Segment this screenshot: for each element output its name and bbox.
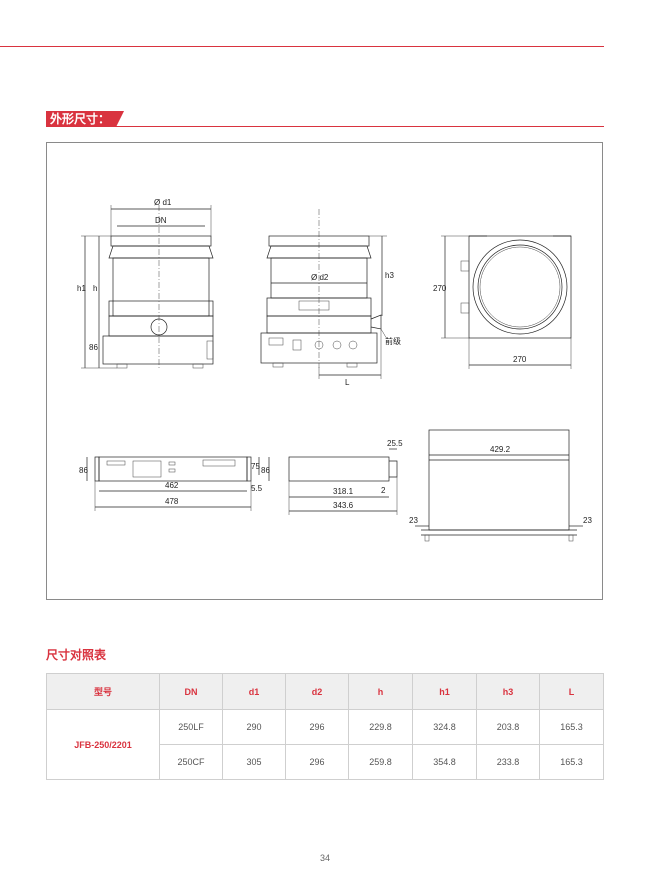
cell-h1: 324.8 <box>412 709 477 745</box>
dim-23-right: 23 <box>583 516 592 525</box>
controller-front-view: 86 462 478 <box>79 456 252 511</box>
header-d1: d1 <box>222 673 286 710</box>
cell-dn: 250CF <box>159 744 223 780</box>
front-view: Ø d1 DN h1 h 86 <box>77 198 214 369</box>
header-d2: d2 <box>285 673 349 710</box>
section-rule <box>112 126 604 127</box>
dim-429-2: 429.2 <box>490 445 511 454</box>
header-l: L <box>539 673 604 710</box>
header-h1: h1 <box>412 673 477 710</box>
controller-top-view: 429.2 23 23 <box>409 429 592 542</box>
table-row: JFB-250/2201 250LF 290 296 229.8 324.8 2… <box>46 709 604 780</box>
cell-h1: 354.8 <box>412 744 477 780</box>
controller-side-view: 86 75 5.5 25.5 2 318.1 343.6 <box>251 439 403 515</box>
model-cell: JFB-250/2201 <box>46 709 160 780</box>
cell-h3: 233.8 <box>476 744 540 780</box>
dimension-table: 型号 DN d1 d2 h h1 h3 L JFB-250/2201 250LF… <box>46 673 604 780</box>
dim-l: L <box>345 378 350 387</box>
dim-75: 75 <box>251 462 260 471</box>
header-rule <box>0 46 604 47</box>
dim-86-front: 86 <box>89 343 98 352</box>
header-model: 型号 <box>46 673 160 710</box>
header-dn: DN <box>159 673 223 710</box>
top-view: 270 270 <box>433 235 572 369</box>
dim-d1: Ø d1 <box>154 198 172 207</box>
dimension-drawing: Ø d1 DN h1 h 86 <box>46 142 603 600</box>
dim-dn: DN <box>155 216 167 225</box>
dim-318-1: 318.1 <box>333 487 354 496</box>
dim-5-5: 5.5 <box>251 484 263 493</box>
cell-h: 229.8 <box>348 709 413 745</box>
page-number: 34 <box>319 853 330 863</box>
table-row: 250CF 305 296 259.8 354.8 233.8 165.3 <box>47 744 604 780</box>
rear-view: Ø d2 h3 前级 L <box>260 209 401 387</box>
dim-478: 478 <box>165 497 179 506</box>
cell-d1: 290 <box>222 709 286 745</box>
cell-d1: 305 <box>222 744 286 780</box>
header-h: h <box>348 673 413 710</box>
dim-ctrl-86: 86 <box>79 466 88 475</box>
dim-25-5: 25.5 <box>387 439 403 448</box>
cell-h3: 203.8 <box>476 709 540 745</box>
dim-h3: h3 <box>385 271 394 280</box>
section-heading: 外形尺寸： <box>46 111 124 127</box>
cell-l: 165.3 <box>539 709 604 745</box>
dim-23-left: 23 <box>409 516 418 525</box>
table-header-row: 型号 DN d1 d2 h h1 h3 L <box>46 673 604 710</box>
dim-462: 462 <box>165 481 179 490</box>
technical-drawing-svg: Ø d1 DN h1 h 86 <box>77 198 592 542</box>
dim-270-side: 270 <box>433 284 447 293</box>
dim-343-6: 343.6 <box>333 501 354 510</box>
cell-dn: 250LF <box>159 709 223 745</box>
cell-d2: 296 <box>285 744 349 780</box>
dim-side-86: 86 <box>261 466 270 475</box>
dim-2: 2 <box>381 486 386 495</box>
foreline-label: 前级 <box>385 336 401 346</box>
cell-h: 259.8 <box>348 744 413 780</box>
dim-h1: h1 <box>77 284 86 293</box>
dim-270-bottom: 270 <box>513 355 527 364</box>
table-title: 尺寸对照表 <box>46 648 107 662</box>
dim-d2: Ø d2 <box>311 273 329 282</box>
cell-l: 165.3 <box>539 744 604 780</box>
header-h3: h3 <box>476 673 540 710</box>
cell-d2: 296 <box>285 709 349 745</box>
dim-h: h <box>93 284 97 293</box>
